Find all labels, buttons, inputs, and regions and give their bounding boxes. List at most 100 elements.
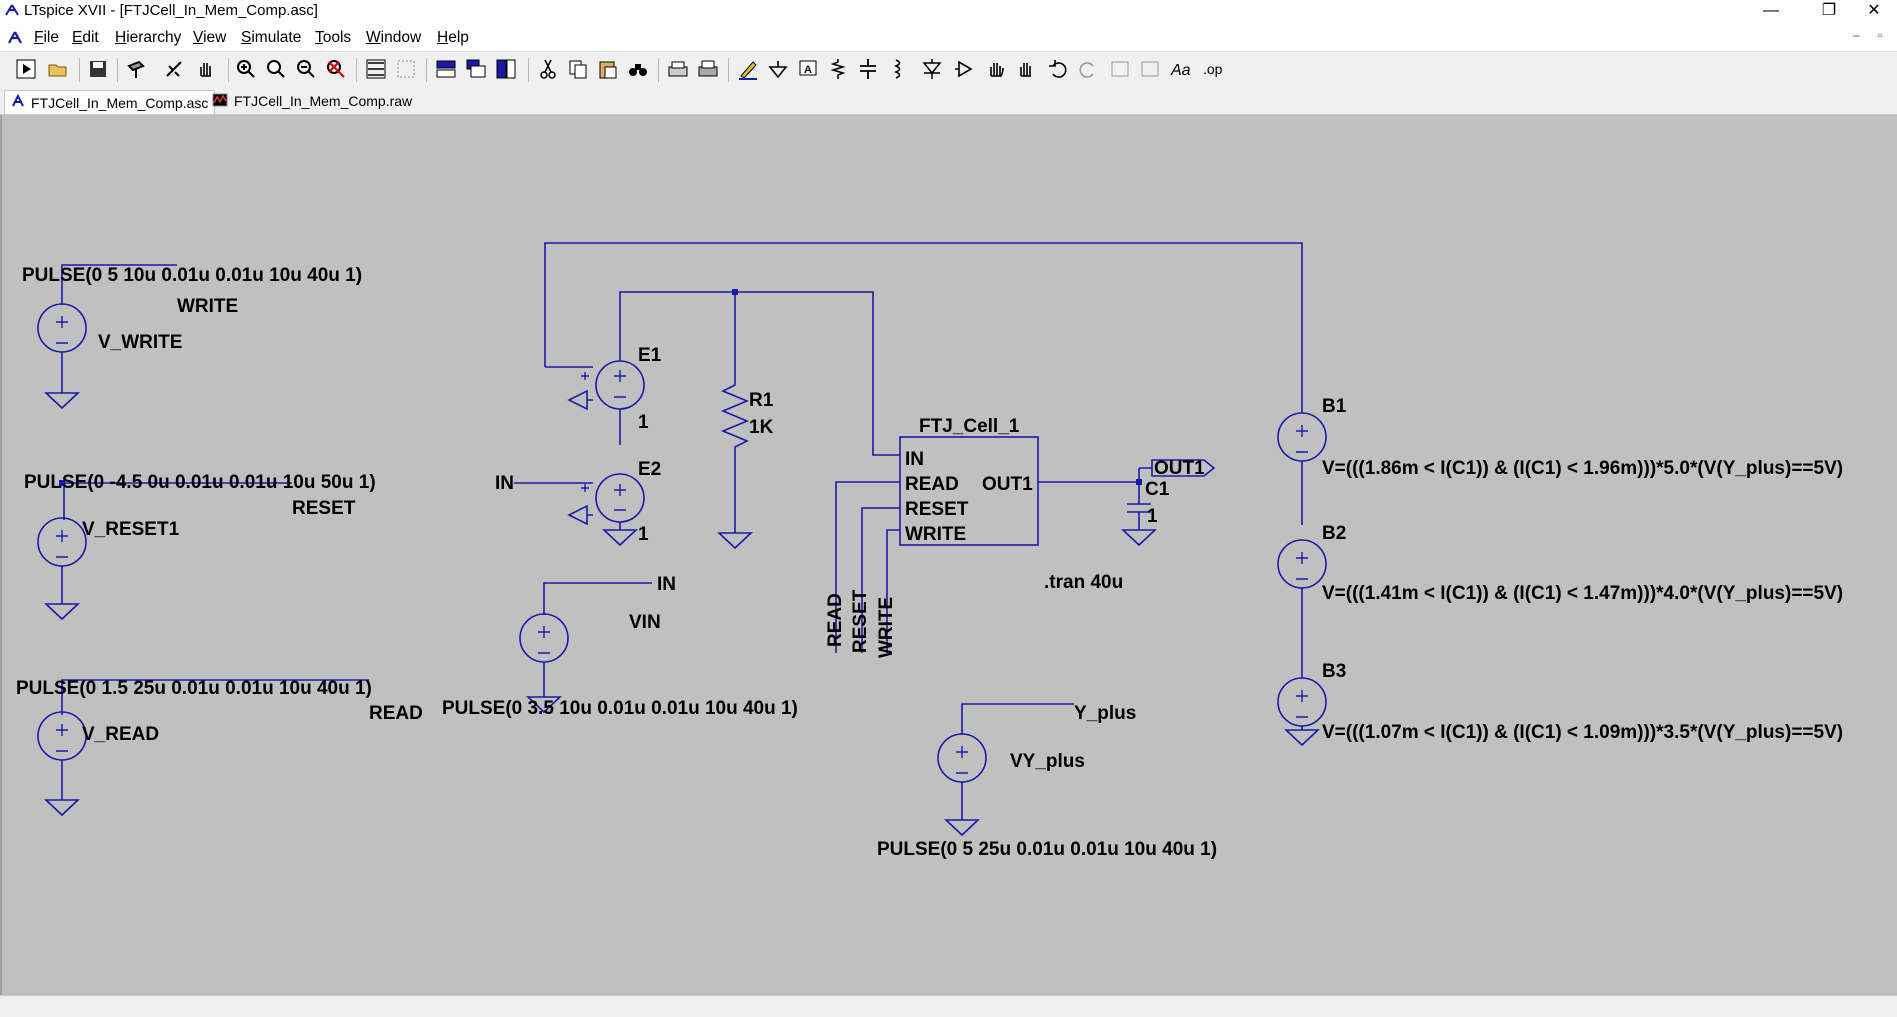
- draw-wire-pencil-icon[interactable]: [736, 57, 760, 81]
- zoom-fit-icon[interactable]: [324, 57, 348, 81]
- menu-view[interactable]: View: [193, 29, 227, 46]
- document-icon[interactable]: [6, 29, 24, 51]
- e1-source[interactable]: [595, 360, 645, 410]
- minimize-button[interactable]: —: [1763, 2, 1779, 19]
- zoom-area-icon[interactable]: [264, 57, 288, 81]
- out1-flag-label[interactable]: OUT1: [1154, 458, 1205, 479]
- e2-source[interactable]: [595, 473, 645, 523]
- mirror-icon[interactable]: [1138, 57, 1162, 81]
- vin-name[interactable]: VIN: [629, 612, 661, 633]
- move-hand-icon[interactable]: [984, 57, 1008, 81]
- mdi-minimize-button[interactable]: –: [1853, 28, 1860, 42]
- rotate-icon[interactable]: [1108, 57, 1132, 81]
- ftj-cell-block[interactable]: [899, 436, 1039, 546]
- spice-directive-icon[interactable]: .op: [1202, 57, 1226, 81]
- save-icon[interactable]: [86, 57, 110, 81]
- b2-name[interactable]: B2: [1322, 523, 1346, 544]
- grid-toggle-icon[interactable]: [364, 57, 388, 81]
- vy-plus-value[interactable]: PULSE(0 5 25u 0.01u 0.01u 10u 40u 1): [877, 839, 1217, 860]
- v-reset-value[interactable]: PULSE(0 -4.5 0u 0.01u 0.01u 10u 50u 1): [24, 472, 376, 493]
- net-label-y-plus[interactable]: Y_plus: [1074, 703, 1136, 724]
- c1-capacitor[interactable]: [1120, 468, 1158, 547]
- redo-icon[interactable]: [1076, 57, 1100, 81]
- menu-tools[interactable]: Tools: [315, 29, 352, 46]
- b1-name[interactable]: B1: [1322, 396, 1347, 417]
- vy-plus-name[interactable]: VY_plus: [1010, 751, 1085, 772]
- label-net-icon[interactable]: A: [796, 57, 820, 81]
- ground-vy-plus: [943, 782, 981, 837]
- b2-expression[interactable]: V=(((1.41m < I(C1)) & (I(C1) < 1.47m)))*…: [1322, 583, 1843, 604]
- ftj-cell-name[interactable]: FTJ_Cell_1: [919, 416, 1020, 437]
- b3-name[interactable]: B3: [1322, 661, 1346, 682]
- print-icon[interactable]: [696, 57, 720, 81]
- inductor-icon[interactable]: [886, 57, 910, 81]
- r1-name[interactable]: R1: [749, 390, 774, 411]
- c1-value[interactable]: 1: [1147, 506, 1158, 527]
- component-icon[interactable]: [952, 57, 976, 81]
- paste-icon[interactable]: [596, 57, 620, 81]
- b3-expression[interactable]: V=(((1.07m < I(C1)) & (I(C1) < 1.09m)))*…: [1322, 722, 1843, 743]
- resistor-icon[interactable]: [826, 57, 850, 81]
- text-icon[interactable]: Aa: [1170, 57, 1194, 81]
- diode-icon[interactable]: [920, 57, 944, 81]
- tile-vertical-icon[interactable]: [494, 57, 518, 81]
- c1-name[interactable]: C1: [1145, 479, 1170, 500]
- autoscale-icon[interactable]: [394, 57, 418, 81]
- net-label-cell-reset[interactable]: RESET: [850, 589, 871, 653]
- r1-resistor[interactable]: [720, 292, 750, 533]
- net-label-reset[interactable]: RESET: [292, 498, 356, 519]
- tile-horizontal-icon[interactable]: [434, 57, 458, 81]
- ground-e2: [601, 522, 639, 547]
- zoom-in-icon[interactable]: [234, 57, 258, 81]
- menu-help[interactable]: Help: [437, 29, 469, 46]
- halt-run-icon[interactable]: [162, 57, 186, 81]
- net-label-write[interactable]: WRITE: [177, 296, 238, 317]
- menu-edit[interactable]: Edit: [72, 29, 99, 46]
- maximize-button[interactable]: ❐: [1821, 2, 1837, 19]
- copy-icon[interactable]: [566, 57, 590, 81]
- net-label-cell-read[interactable]: READ: [825, 593, 846, 647]
- mdi-restore-button[interactable]: ▫: [1878, 28, 1883, 42]
- e2-gain[interactable]: 1: [638, 524, 649, 545]
- vin-value[interactable]: PULSE(0 3.5 10u 0.01u 0.01u 10u 40u 1): [442, 698, 798, 719]
- drag-hand-icon[interactable]: [1014, 57, 1038, 81]
- schematic-canvas[interactable]: PULSE(0 5 10u 0.01u 0.01u 10u 40u 1) WRI…: [0, 115, 1897, 995]
- net-label-read[interactable]: READ: [369, 703, 423, 724]
- menu-file[interactable]: File: [34, 29, 59, 46]
- cell-pin-write: WRITE: [905, 524, 966, 545]
- close-button[interactable]: ✕: [1867, 2, 1881, 19]
- cut-scissors-icon[interactable]: [536, 57, 560, 81]
- b1-expression[interactable]: V=(((1.86m < I(C1)) & (I(C1) < 1.96m)))*…: [1322, 458, 1843, 479]
- v-write-value[interactable]: PULSE(0 5 10u 0.01u 0.01u 10u 40u 1): [22, 265, 362, 286]
- out1-flag[interactable]: [1139, 459, 1216, 477]
- tab-schematic[interactable]: FTJCell_In_Mem_Comp.asc: [4, 90, 216, 114]
- ground-icon[interactable]: [766, 57, 790, 81]
- wire-v-write: [61, 264, 177, 305]
- menu-simulate[interactable]: Simulate: [241, 29, 302, 46]
- r1-value[interactable]: 1K: [749, 417, 774, 438]
- net-label-e2-in[interactable]: IN: [495, 473, 514, 494]
- v-reset-name[interactable]: V_RESET1: [82, 519, 180, 540]
- net-label-in[interactable]: IN: [657, 574, 676, 595]
- print-setup-icon[interactable]: [666, 57, 690, 81]
- find-binoculars-icon[interactable]: [626, 57, 650, 81]
- e1-name[interactable]: E1: [638, 345, 662, 366]
- undo-icon[interactable]: [1046, 57, 1070, 81]
- open-folder-icon[interactable]: [46, 57, 70, 81]
- zoom-out-icon[interactable]: [294, 57, 318, 81]
- e1-gain[interactable]: 1: [638, 412, 649, 433]
- cascade-windows-icon[interactable]: [464, 57, 488, 81]
- run-icon[interactable]: [14, 57, 38, 81]
- v-write-name[interactable]: V_WRITE: [98, 332, 182, 353]
- tran-directive[interactable]: .tran 40u: [1044, 572, 1123, 593]
- net-label-cell-write[interactable]: WRITE: [876, 597, 897, 658]
- v-read-name[interactable]: V_READ: [82, 724, 159, 745]
- menu-hierarchy[interactable]: Hierarchy: [115, 29, 182, 46]
- control-panel-hammer-icon[interactable]: [124, 57, 148, 81]
- e2-name[interactable]: E2: [638, 459, 661, 480]
- pan-hand-icon[interactable]: [194, 57, 218, 81]
- menu-window[interactable]: Window: [366, 29, 422, 46]
- capacitor-icon[interactable]: [856, 57, 880, 81]
- tab-waveform[interactable]: FTJCell_In_Mem_Comp.raw: [212, 91, 412, 111]
- v-read-value[interactable]: PULSE(0 1.5 25u 0.01u 0.01u 10u 40u 1): [16, 678, 372, 699]
